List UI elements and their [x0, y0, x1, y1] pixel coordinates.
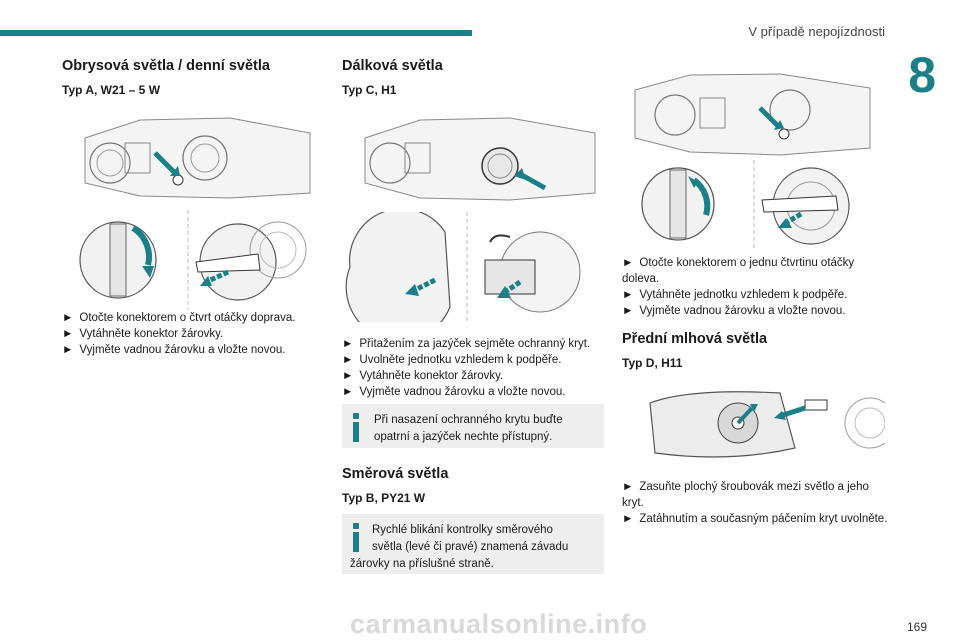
watermark: carmanualsonline.info	[350, 609, 648, 639]
header-accent-bar	[0, 30, 472, 36]
col3-fog-step-1: ►Zasuňte plochý šroubovák mezi světlo a …	[622, 481, 869, 509]
col1-step-1: ►Otočte konektorem o čtvrt otáčky doprav…	[62, 312, 296, 324]
headlamp-unit-illustration	[634, 73, 871, 156]
info-box-cover-note: Při nasazení ochranného krytu buďte opat…	[342, 404, 604, 448]
section-subtitle-type-c: Typ C, H1	[342, 83, 397, 97]
col2-step-1: ►Přitažením za jazýček sejměte ochranný …	[342, 338, 591, 350]
info-text-line-1: Rychlé blikání kontrolky směrového	[372, 524, 553, 536]
col1-step-2: ►Vytáhněte konektor žárovky.	[62, 328, 224, 340]
col2-step-2: ►Uvolněte jednotku vzhledem k podpěře.	[342, 354, 562, 366]
info-box-turn-signal-note: Rychlé blikání kontrolky směrového světl…	[342, 514, 604, 574]
info-text-cover: Při nasazení ochranného krytu buďte opat…	[374, 414, 563, 443]
section-title-position-lights: Obrysová světla / denní světla	[62, 58, 270, 74]
section-subtitle-type-d: Typ D, H11	[622, 356, 683, 370]
col1-step-3: ►Vyjměte vadnou žárovku a vložte novou.	[62, 344, 286, 356]
page-number: 169	[906, 620, 927, 634]
col2-step-4: ►Vyjměte vadnou žárovku a vložte novou.	[342, 386, 566, 398]
col3-fog-step-2: ►Zatáhnutím a současným páčením kryt uvo…	[622, 513, 888, 525]
section-subtitle-type-b: Typ B, PY21 W	[342, 491, 426, 505]
info-text-line-2: světla (levé či pravé) znamená závadu	[372, 541, 569, 553]
info-icon	[352, 413, 360, 443]
section-title-turn-signals: Směrová světla	[342, 466, 449, 482]
connector-rotate-left-illustration	[641, 160, 850, 250]
info-text-line-3: žárovky na příslušné straně.	[350, 558, 494, 570]
col3-step-3: ►Vyjměte vadnou žárovku a vložte novou.	[622, 305, 846, 317]
col3-step-1: ►Otočte konektorem o jednu čtvrtinu otáč…	[622, 257, 855, 285]
headlamp-cover-illustration	[364, 117, 596, 201]
section-header-title: V případě nepojízdnosti	[748, 24, 885, 39]
section-title-fog-lights: Přední mlhová světla	[622, 331, 768, 347]
section-subtitle-type-a: Typ A, W21 – 5 W	[62, 83, 161, 97]
cover-removal-illustration	[345, 212, 581, 322]
fog-light-illustration	[649, 391, 885, 458]
col2-step-3: ►Vytáhněte konektor žárovky.	[342, 370, 504, 382]
section-title-high-beam: Dálková světla	[342, 58, 443, 74]
headlamp-rear-illustration	[84, 117, 311, 199]
chapter-number: 8	[908, 47, 936, 103]
col3-step-2: ►Vytáhněte jednotku vzhledem k podpěře.	[622, 289, 848, 301]
connector-rotate-right-illustration	[79, 210, 307, 310]
info-icon	[352, 523, 360, 553]
